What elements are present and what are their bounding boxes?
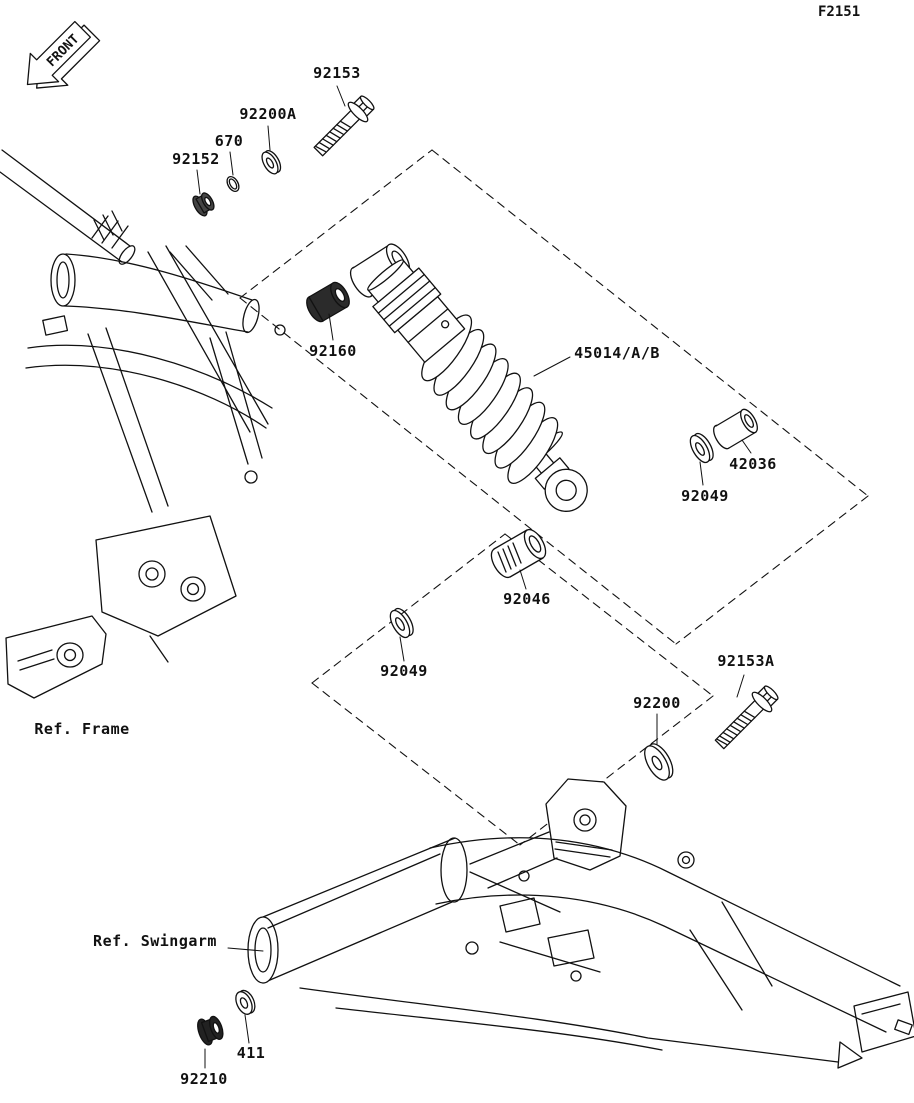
figure-code: F2151 bbox=[818, 4, 861, 20]
washer-92200-drawing bbox=[644, 743, 674, 781]
part-label-411: 411 bbox=[236, 1044, 266, 1062]
part-label-92200A: 92200A bbox=[239, 105, 297, 123]
part-label-670: 670 bbox=[214, 132, 244, 150]
bolt-92153-drawing bbox=[313, 95, 375, 157]
part-label-92160: 92160 bbox=[309, 342, 357, 360]
ref-swingarm-label: Ref. Swingarm bbox=[93, 932, 217, 950]
washer-92200A-drawing bbox=[261, 150, 282, 175]
washer-411-drawing bbox=[235, 989, 256, 1015]
part-label-92153: 92153 bbox=[313, 64, 361, 82]
part-label-92046: 92046 bbox=[503, 590, 551, 608]
shock-absorber-drawing bbox=[367, 259, 588, 512]
part-label-92152: 92152 bbox=[172, 150, 220, 168]
part-label-92153A: 92153A bbox=[717, 652, 775, 670]
front-arrow-icon: FRONT bbox=[26, 20, 101, 89]
frame-drawing bbox=[0, 149, 286, 699]
bolt-92153A-drawing bbox=[714, 685, 779, 750]
bearing-92046-drawing bbox=[490, 528, 547, 579]
part-label-92049-right: 92049 bbox=[681, 487, 729, 505]
oring-670-drawing bbox=[226, 175, 240, 193]
nut-92210-drawing bbox=[197, 1015, 224, 1046]
ref-frame-label: Ref. Frame bbox=[34, 720, 130, 738]
leader-lines bbox=[196, 85, 752, 1069]
part-label-92200: 92200 bbox=[633, 694, 681, 712]
washer-92049-right-drawing bbox=[689, 432, 714, 464]
swingarm-drawing bbox=[247, 778, 914, 1069]
bushing-92160-drawing bbox=[306, 281, 350, 323]
nut-92152-drawing bbox=[192, 192, 215, 217]
part-label-92049-left: 92049 bbox=[380, 662, 428, 680]
part-label-45014: 45014/A/B bbox=[574, 344, 660, 362]
part-label-92210: 92210 bbox=[180, 1070, 228, 1088]
part-label-42036: 42036 bbox=[729, 455, 777, 473]
collar-42036-drawing bbox=[713, 408, 758, 450]
washer-92049-left-drawing bbox=[389, 607, 414, 639]
